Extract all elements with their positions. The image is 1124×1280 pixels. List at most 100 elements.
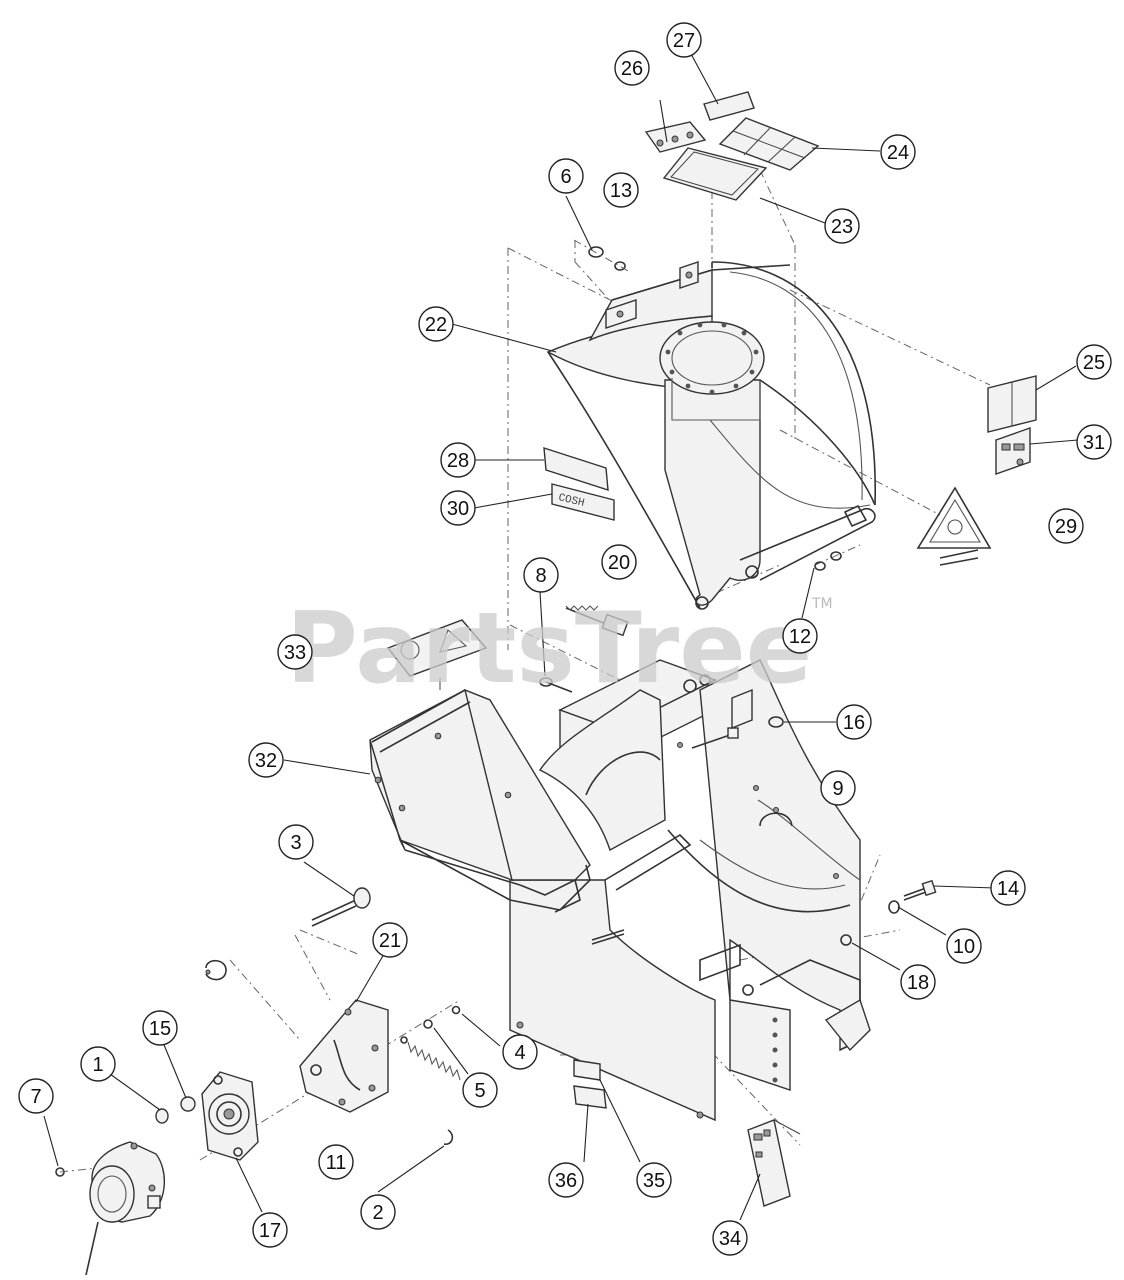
callout-34: 34 <box>712 1220 748 1256</box>
watermark-text: PartsTree <box>286 592 812 706</box>
decal-33 <box>386 619 488 690</box>
callout-number: 10 <box>953 936 975 958</box>
callout-number: 11 <box>326 1152 347 1174</box>
callout-number: 29 <box>1055 516 1077 538</box>
callout-29: 29 <box>1048 508 1084 544</box>
callout-number: 12 <box>789 626 811 648</box>
callout-number: 34 <box>719 1228 741 1250</box>
callout-24: 24 <box>880 134 916 170</box>
callout-14: 14 <box>990 870 1026 906</box>
callout-23: 23 <box>824 208 860 244</box>
callout-number: 17 <box>259 1220 281 1242</box>
callout-number: 1 <box>92 1054 103 1076</box>
svg-text:COSH: COSH <box>557 492 585 510</box>
watermark: PartsTree TM <box>286 592 833 706</box>
decal-34 <box>747 1119 801 1207</box>
callout-number: 5 <box>474 1080 485 1102</box>
chute-adjust-rod <box>565 605 629 637</box>
callout-circle <box>277 634 313 670</box>
washer-1 <box>155 1108 169 1124</box>
decal-31 <box>995 427 1031 475</box>
callout-4: 4 <box>502 1034 538 1070</box>
callout-7: 7 <box>18 1078 54 1114</box>
callout-circle <box>946 928 982 964</box>
callout-number: 27 <box>673 30 695 52</box>
callout-circle <box>601 544 637 580</box>
callout-circle <box>18 1078 54 1114</box>
callout-circle <box>252 1212 288 1248</box>
callout-circle <box>666 22 702 58</box>
callout-circle <box>824 208 860 244</box>
callout-number: 20 <box>608 552 630 574</box>
decal-28 <box>543 447 609 491</box>
callout-number: 6 <box>560 166 571 188</box>
callout-number: 4 <box>514 1042 525 1064</box>
callout-32: 32 <box>248 742 284 778</box>
callout-circle <box>523 557 559 593</box>
callout-circle <box>502 1034 538 1070</box>
callout-33: 33 <box>277 634 313 670</box>
callout-16: 16 <box>836 704 872 740</box>
callout-number: 36 <box>555 1170 577 1192</box>
callout-17: 17 <box>252 1212 288 1248</box>
callout-number: 30 <box>447 498 469 520</box>
callout-35: 35 <box>636 1162 672 1198</box>
leader-lines <box>43 51 1079 1221</box>
washer-12 <box>814 551 842 571</box>
callout-number: 32 <box>255 750 277 772</box>
callout-9: 9 <box>820 770 856 806</box>
bearing-17 <box>201 1071 259 1161</box>
callout-number: 16 <box>843 712 865 734</box>
callout-11: 11 <box>318 1144 354 1180</box>
callout-12: 12 <box>782 618 818 654</box>
callout-circle <box>990 870 1026 906</box>
callout-circle <box>1076 344 1112 380</box>
callout-number: 21 <box>379 930 401 952</box>
callout-circle <box>548 158 584 194</box>
spring-2 <box>400 1036 461 1145</box>
callout-28: 28 <box>440 442 476 478</box>
callout-10: 10 <box>946 928 982 964</box>
callout-circle <box>440 490 476 526</box>
nut-15 <box>180 1096 196 1112</box>
main-housing-9 <box>509 659 871 1122</box>
callout-26: 26 <box>614 50 650 86</box>
callout-number: 31 <box>1083 432 1105 454</box>
washer-10 <box>888 900 900 914</box>
callout-36: 36 <box>548 1162 584 1198</box>
decal-36 <box>573 1085 607 1109</box>
callout-number: 18 <box>907 972 929 994</box>
callout-circle <box>462 1072 498 1108</box>
washer-16 <box>731 688 784 730</box>
callout-circle <box>603 172 639 208</box>
callout-number: 14 <box>997 878 1019 900</box>
callout-number: 35 <box>643 1170 665 1192</box>
callout-circle <box>636 1162 672 1198</box>
washer-5 <box>423 1019 433 1029</box>
callout-8: 8 <box>523 557 559 593</box>
callout-circle <box>1048 508 1084 544</box>
decal-23 <box>662 147 768 201</box>
decal-29-warning-triangle <box>916 486 992 566</box>
bolt-14 <box>903 879 937 901</box>
callout-13: 13 <box>603 172 639 208</box>
callout-5: 5 <box>462 1072 498 1108</box>
callout-circle <box>548 1162 584 1198</box>
callout-1: 1 <box>80 1046 116 1082</box>
callout-circle <box>880 134 916 170</box>
callout-6: 6 <box>548 158 584 194</box>
callout-number: 7 <box>30 1086 41 1108</box>
callout-circle <box>440 442 476 478</box>
callout-20: 20 <box>601 544 637 580</box>
bolt-3 <box>311 887 371 927</box>
callout-circle <box>836 704 872 740</box>
callout-number: 23 <box>831 216 853 238</box>
callout-number: 26 <box>621 58 643 80</box>
callout-31: 31 <box>1076 424 1112 460</box>
callout-number: 28 <box>447 450 469 472</box>
callout-circle <box>712 1220 748 1256</box>
decal-25 <box>987 375 1037 433</box>
callout-25: 25 <box>1076 344 1112 380</box>
